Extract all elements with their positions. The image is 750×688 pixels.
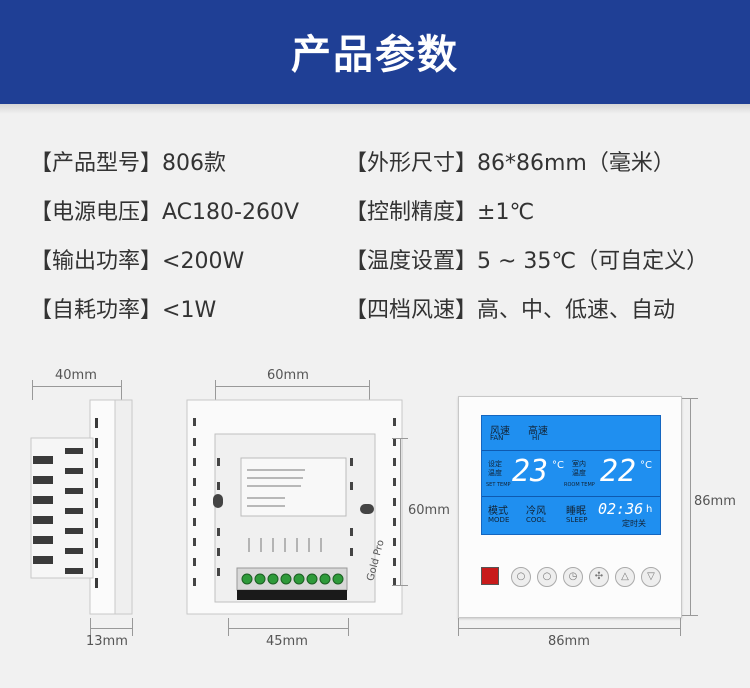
lcd-divider bbox=[482, 496, 660, 497]
spec-value: ±1℃ bbox=[477, 200, 535, 225]
dim-front-right: 86mm bbox=[694, 494, 736, 509]
timer-unit: h bbox=[646, 504, 653, 515]
fan-value: 高速 bbox=[528, 426, 548, 437]
spec-value: 高、中、低速、自动 bbox=[477, 298, 676, 323]
room-temp-value: 22 bbox=[600, 454, 637, 489]
fan-label: 风速 bbox=[490, 426, 510, 437]
mode-label-en: MODE bbox=[488, 516, 510, 524]
dim-tick bbox=[680, 618, 681, 636]
dim-tick bbox=[392, 438, 408, 439]
dim-front-bottom: 86mm bbox=[548, 634, 590, 649]
dim-line bbox=[32, 386, 122, 387]
spec-voltage: 【电源电压】AC180-260V bbox=[30, 194, 299, 226]
spec-label: 【四档风速】 bbox=[345, 298, 478, 323]
timer-label: 定时关 bbox=[622, 519, 646, 528]
down-button[interactable]: ▽ bbox=[641, 567, 661, 587]
power-button[interactable]: ○ bbox=[511, 567, 531, 587]
sleep-label-en: SLEEP bbox=[566, 516, 588, 524]
dim-line bbox=[215, 386, 370, 387]
spec-label: 【电源电压】 bbox=[30, 200, 163, 225]
side-view-device bbox=[30, 399, 133, 615]
back-view-device bbox=[186, 399, 403, 615]
spec-fan-speed: 【四档风速】高、中、低速、自动 bbox=[345, 292, 675, 324]
mode-value-en: COOL bbox=[526, 516, 546, 524]
sleep-label: 睡眠 bbox=[566, 506, 586, 517]
dim-tick bbox=[682, 398, 698, 399]
dim-tick bbox=[392, 585, 408, 586]
front-view-device: 风速 FAN 高速 HI 设定 温度 SET TEMP 23 °C 室内 温度 … bbox=[458, 396, 682, 618]
set-temp-value: 23 bbox=[512, 454, 549, 489]
dim-side-depth: 13mm bbox=[86, 634, 128, 649]
header-shadow bbox=[0, 104, 750, 114]
dim-line bbox=[690, 398, 691, 616]
spec-model: 【产品型号】806款 bbox=[30, 145, 226, 177]
up-button[interactable]: △ bbox=[615, 567, 635, 587]
spec-size: 【外形尺寸】86*86mm（毫米） bbox=[345, 145, 675, 177]
dim-tick bbox=[132, 618, 133, 636]
set-temp-label: 设定 温度 bbox=[488, 460, 502, 477]
spec-value: <1W bbox=[162, 298, 217, 323]
spec-value: 5 ~ 35℃（可自定义） bbox=[477, 249, 709, 274]
spec-label: 【外形尺寸】 bbox=[345, 151, 478, 176]
dim-tick bbox=[682, 615, 698, 616]
spec-value: <200W bbox=[162, 249, 245, 274]
dim-line bbox=[90, 628, 133, 629]
set-temp-unit: °C bbox=[552, 460, 564, 471]
spec-temp-range: 【温度设置】5 ~ 35℃（可自定义） bbox=[345, 243, 708, 275]
spec-label: 【产品型号】 bbox=[30, 151, 163, 176]
fan-button[interactable]: ✣ bbox=[589, 567, 609, 587]
room-temp-label: 室内 温度 bbox=[572, 460, 586, 477]
room-temp-unit: °C bbox=[640, 460, 652, 471]
dim-back-bottom: 45mm bbox=[266, 634, 308, 649]
dim-line bbox=[228, 628, 349, 629]
set-temp-en: SET TEMP bbox=[486, 482, 511, 488]
dim-back-top: 60mm bbox=[267, 368, 309, 383]
dim-tick bbox=[32, 380, 33, 400]
spec-value: AC180-260V bbox=[162, 200, 300, 225]
spec-output-power: 【输出功率】<200W bbox=[30, 243, 244, 275]
lcd-divider bbox=[482, 450, 660, 451]
dim-back-right: 60mm bbox=[408, 503, 450, 518]
timer-value: 02:36 bbox=[598, 500, 644, 518]
spec-label: 【温度设置】 bbox=[345, 249, 478, 274]
dim-tick bbox=[90, 618, 91, 636]
page-title: 产品参数 bbox=[291, 32, 459, 78]
dim-side-width: 40mm bbox=[55, 368, 97, 383]
fan-value-en: HI bbox=[532, 434, 540, 442]
dim-tick bbox=[458, 618, 459, 636]
dim-tick bbox=[215, 380, 216, 410]
spec-self-power: 【自耗功率】<1W bbox=[30, 292, 216, 324]
dim-tick bbox=[348, 618, 349, 636]
timer-button[interactable]: ◷ bbox=[563, 567, 583, 587]
dim-tick bbox=[121, 380, 122, 400]
spec-accuracy: 【控制精度】±1℃ bbox=[345, 194, 534, 226]
spec-label: 【输出功率】 bbox=[30, 249, 163, 274]
mode-value: 冷风 bbox=[526, 506, 546, 517]
mode-label: 模式 bbox=[488, 506, 508, 517]
room-temp-en: ROOM TEMP bbox=[564, 482, 595, 488]
power-indicator bbox=[481, 567, 499, 585]
fan-label-en: FAN bbox=[490, 434, 504, 442]
spec-value: 806款 bbox=[162, 151, 227, 176]
spec-value: 86*86mm（毫米） bbox=[477, 151, 675, 176]
spec-label: 【控制精度】 bbox=[345, 200, 478, 225]
lcd-screen: 风速 FAN 高速 HI 设定 温度 SET TEMP 23 °C 室内 温度 … bbox=[481, 415, 661, 535]
spec-label: 【自耗功率】 bbox=[30, 298, 163, 323]
dim-tick bbox=[228, 618, 229, 636]
dim-tick bbox=[369, 380, 370, 410]
dim-line bbox=[458, 628, 681, 629]
mode-button[interactable]: ○ bbox=[537, 567, 557, 587]
header-banner: 产品参数 bbox=[0, 0, 750, 114]
dim-line bbox=[400, 438, 401, 586]
